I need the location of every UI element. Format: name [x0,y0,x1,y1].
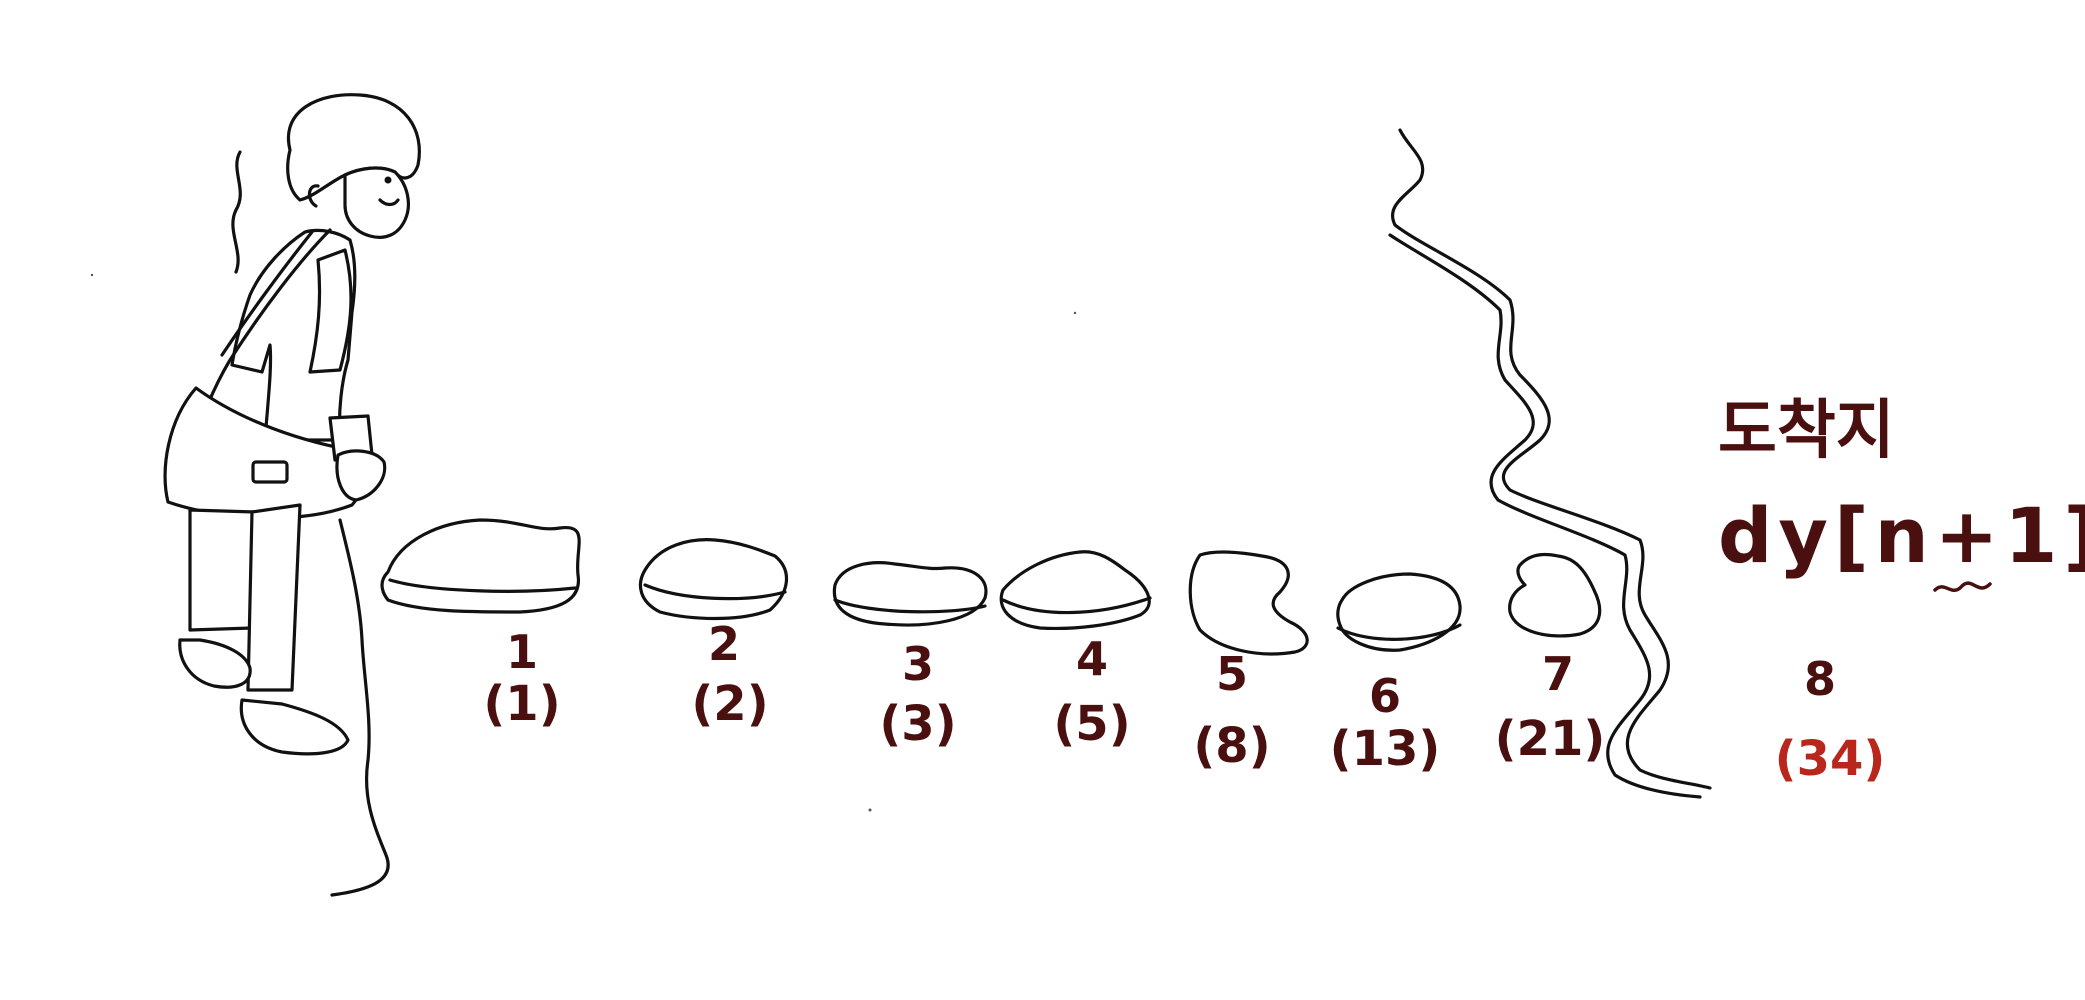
left-river-bank [231,150,390,897]
person-figure [163,93,421,756]
stone-label-4: 4 (5) [1053,632,1130,752]
stray-dot [90,273,94,277]
stone-label-5: 5 (8) [1193,647,1270,774]
stone-count: (5) [1053,696,1130,752]
stone-label-3: 3 (3) [879,637,956,752]
stone-number: 2 [708,617,740,671]
stone-3 [832,561,988,627]
stone-label-7: 7 (21) [1495,647,1606,767]
stone-number: 5 [1216,647,1248,701]
stone-number: 3 [902,637,934,691]
stone-count: (1) [483,676,560,732]
stone-4 [999,550,1152,631]
stone-7 [1508,552,1602,638]
destination-title: 도착지 [1718,394,1895,468]
destination-formula: dy[n+1] [1718,491,2085,580]
stone-count: (3) [879,696,956,752]
stone-number: 1 [506,625,538,679]
destination: 도착지 dy[n+1] 8 (34) [1718,394,2085,787]
stone-number: 6 [1369,669,1401,723]
stone-count: (13) [1330,721,1441,777]
stone-count: (21) [1495,711,1606,767]
stone-5 [1188,550,1309,656]
stone-label-6: 6 (13) [1330,669,1441,777]
stone-number: 7 [1542,647,1574,701]
stone-label-2: 2 (2) [691,617,768,732]
stone-label-1: 1 (1) [483,625,560,732]
underline-squiggle [1933,581,1992,593]
destination-count: (34) [1775,731,1886,787]
stone-6 [1336,572,1462,652]
stone-2 [638,538,789,621]
stone-count: (2) [691,676,768,732]
stone-number: 4 [1076,632,1108,686]
stray-dot [868,808,872,812]
right-river-bank [1391,128,1712,790]
stray-dot [1073,311,1077,315]
destination-number: 8 [1804,652,1836,706]
stone-count: (8) [1193,718,1270,774]
stone-1 [380,518,581,614]
